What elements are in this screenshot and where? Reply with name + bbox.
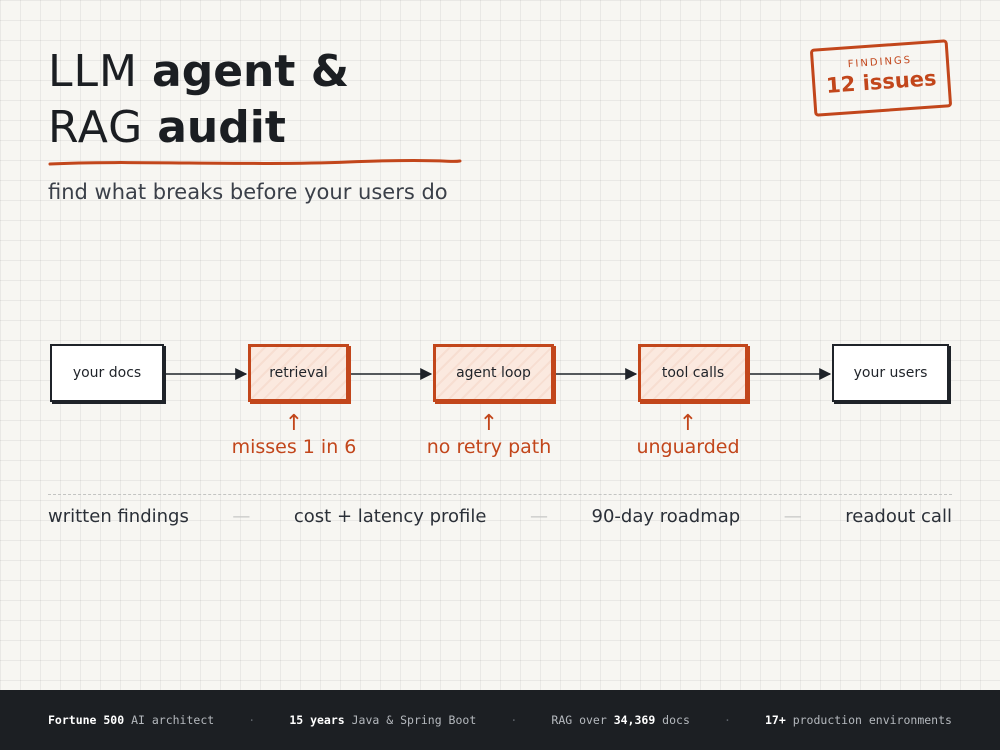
node-retrieval: retrieval bbox=[248, 344, 349, 402]
up-arrow-icon: ↑ bbox=[284, 411, 304, 436]
note-text: misses 1 in 6 bbox=[231, 436, 357, 458]
node-label: your users bbox=[853, 365, 928, 381]
up-arrow-icon: ↑ bbox=[479, 411, 499, 436]
up-arrow-icon: ↑ bbox=[678, 411, 698, 436]
note-text: no retry path bbox=[426, 436, 552, 458]
footer-separator: · bbox=[723, 713, 731, 727]
title-underline bbox=[48, 158, 462, 166]
deliverable-item: cost + latency profile bbox=[293, 506, 487, 527]
node-agent-loop: agent loop bbox=[433, 344, 554, 402]
footer-separator: · bbox=[510, 713, 518, 727]
node-label: tool calls bbox=[661, 365, 725, 381]
note-text: unguarded bbox=[636, 436, 740, 458]
footer-item-rag: RAG over 34,369 docs bbox=[551, 713, 690, 727]
page-title: LLM agent & RAG audit bbox=[48, 44, 349, 156]
note-retrieval: ↑ misses 1 in 6 bbox=[214, 411, 374, 459]
title-rag: RAG bbox=[48, 102, 144, 153]
findings-stamp: FINDINGS 12 issues bbox=[809, 39, 953, 117]
deliverable-separator: — bbox=[232, 506, 251, 527]
subtitle: find what breaks before your users do bbox=[48, 180, 448, 204]
deliverable-item: 90-day roadmap bbox=[591, 506, 741, 527]
deliverable-item: readout call bbox=[845, 506, 952, 527]
note-agent-loop: ↑ no retry path bbox=[409, 411, 569, 459]
node-your-docs: your docs bbox=[50, 344, 164, 402]
node-label: your docs bbox=[72, 365, 142, 381]
footer-item-role: Fortune 500 AI architect bbox=[48, 713, 215, 727]
deliverable-separator: — bbox=[783, 506, 802, 527]
deliverable-item: written findings bbox=[48, 506, 189, 527]
pipeline-arrows bbox=[166, 368, 832, 380]
title-audit: audit bbox=[157, 102, 286, 153]
footer-item-environments: 17+ production environments bbox=[765, 713, 952, 727]
title-llm: LLM bbox=[48, 46, 138, 97]
footer-bar: Fortune 500 AI architect · 15 years Java… bbox=[0, 690, 1000, 750]
title-agent: agent & bbox=[152, 46, 350, 97]
footer-item-experience: 15 years Java & Spring Boot bbox=[289, 713, 477, 727]
deliverable-separator: — bbox=[530, 506, 548, 527]
node-label: retrieval bbox=[269, 365, 328, 381]
deliverables-row: written findings — cost + latency profil… bbox=[48, 506, 952, 527]
node-tool-calls: tool calls bbox=[638, 344, 748, 402]
section-divider bbox=[48, 494, 952, 495]
note-tool-calls: ↑ unguarded bbox=[608, 411, 768, 459]
footer-separator: · bbox=[248, 713, 256, 727]
node-your-users: your users bbox=[832, 344, 949, 402]
pipeline-diagram: your docs retrieval agent loop tool call… bbox=[0, 330, 1000, 470]
node-label: agent loop bbox=[456, 365, 531, 381]
